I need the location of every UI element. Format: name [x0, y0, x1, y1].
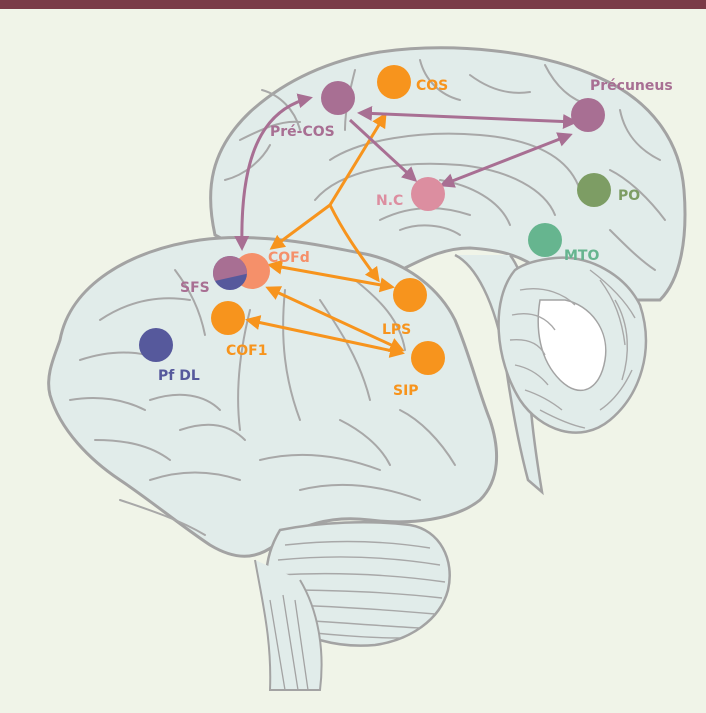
arrow-cofd-lps — [267, 259, 395, 293]
mauve-connections — [234, 93, 578, 251]
medial-cerebellum — [497, 256, 648, 434]
label-nc: N.C — [376, 193, 403, 209]
arrow-precuneus-nc — [439, 132, 573, 188]
label-precuneus: Précuneus — [590, 78, 673, 94]
node-sfs — [213, 256, 247, 290]
node-cof1 — [211, 301, 245, 335]
label-pfdl: Pf DL — [158, 368, 200, 384]
label-lps: LPS — [382, 322, 411, 338]
node-pre-cos — [321, 81, 355, 115]
arrow-precos-sfs — [234, 93, 313, 251]
node-sip — [411, 341, 445, 375]
node-cos — [377, 65, 411, 99]
label-mto: MTO — [564, 248, 599, 264]
node-po — [577, 173, 611, 207]
arrow-cof1-sip — [245, 315, 405, 358]
label-pre-cos: Pré-COS — [270, 124, 335, 140]
node-nc — [411, 177, 445, 211]
top-bar — [0, 0, 706, 9]
label-sip: SIP — [393, 383, 419, 399]
arrow-precos-precuneus — [357, 106, 578, 129]
node-precuneus — [571, 98, 605, 132]
arrow-cos-branch — [328, 112, 387, 206]
label-cofd: COFd — [268, 250, 310, 266]
label-po: PO — [618, 188, 640, 204]
node-pfdl — [139, 328, 173, 362]
node-mto — [528, 223, 562, 257]
lateral-cerebellum — [254, 521, 451, 691]
node-lps — [393, 278, 427, 312]
arrow-precos-nc — [348, 118, 418, 183]
label-cos: COS — [416, 78, 448, 94]
label-cof1: COF1 — [226, 343, 267, 359]
label-sfs: SFS — [180, 280, 210, 296]
lateral-hemisphere — [47, 236, 499, 558]
